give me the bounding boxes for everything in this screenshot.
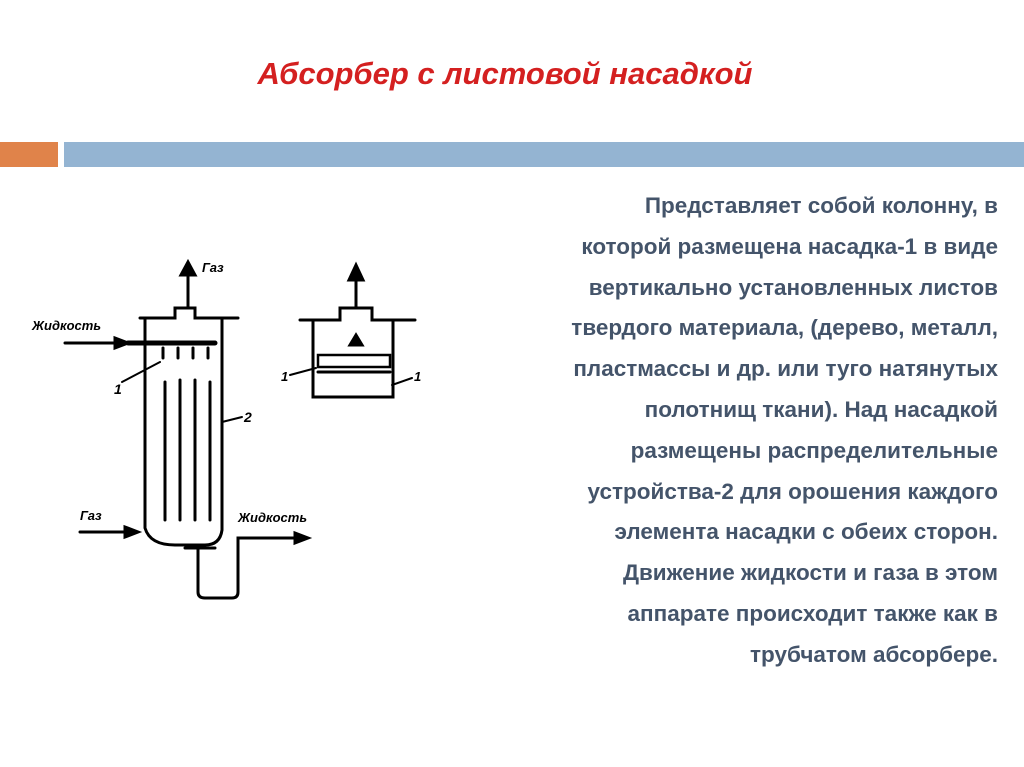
packing-sheets [163,378,212,522]
column-right-wall [203,316,224,547]
body-line: Представляет собой колонну, в [644,193,998,218]
gas-out-label: Газ [202,260,224,275]
detail-body [311,318,395,399]
detail-packing [316,353,392,369]
detail-label-left: 1 [281,369,288,384]
liquid-in-label: Жидкость [31,318,101,333]
liquid-out-pipe [183,536,307,600]
body-line: полотнищ ткани). Над насадкой [644,396,998,422]
accent-bar-blue [64,142,1024,167]
body-line: которой размещена насадка-1 в виде [581,233,998,259]
slide-title: Абсорбер с листовой насадкой [257,56,753,91]
body-line: трубчатом абсорбере. [750,641,998,667]
liquid-out-label: Жидкость [237,510,307,525]
column-top-flange [138,306,240,320]
body-line: элемента насадки с обеих сторон. [614,519,998,545]
leader-1 [121,361,161,383]
distributor-label: 2 [243,409,252,425]
distributor-nozzles [161,346,210,360]
detail-label-right: 1 [414,369,421,384]
leader-2 [221,416,243,423]
body-line: твердого материала, (дерево, металл, [571,315,998,341]
body-line: Движение жидкости и газа в этом [622,560,998,586]
body-line: размещены распределительные [630,437,998,463]
accent-bar-orange [0,142,58,167]
column-left-wall [143,316,207,547]
body-line: устройства-2 для орошения каждого [587,478,998,504]
gas-in-label: Газ [80,508,102,523]
slide-body-text: Представляет собой колонну, в которой ра… [398,186,998,676]
packing-label: 1 [114,381,122,397]
body-line: пластмассы и др. или туго натянутых [573,356,998,382]
body-line: аппарате происходит также как в [627,600,999,626]
body-line: вертикально установленных листов [588,274,998,300]
